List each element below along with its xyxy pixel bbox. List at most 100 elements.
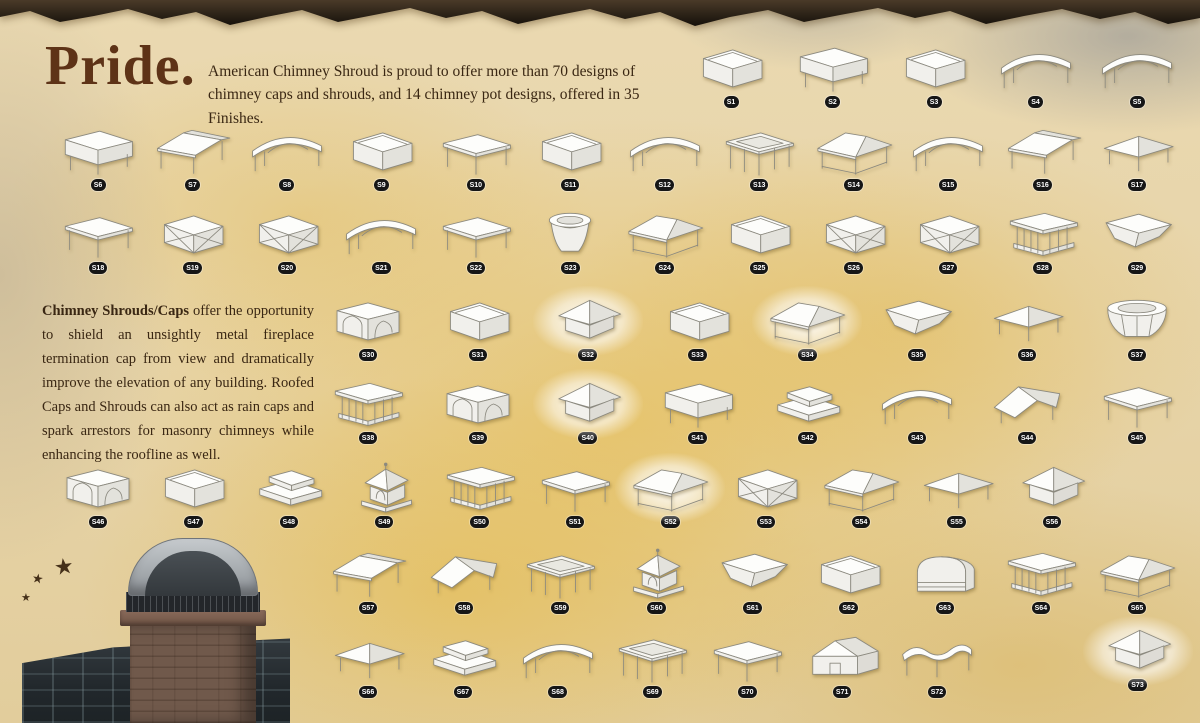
design-number-badge: S3 [926, 96, 942, 108]
catalog-item-S70: S70 [704, 632, 790, 698]
pyramidLow-shroud-icon [1094, 125, 1180, 177]
design-number-badge: S18 [88, 262, 108, 274]
catalog-item-S29: S29 [1094, 208, 1180, 274]
canopyGable-shroud-icon [149, 125, 235, 177]
catalog-item-S18: S18 [55, 208, 141, 274]
catalog-item-S27: S27 [905, 208, 991, 274]
design-number-badge: S5 [1129, 96, 1145, 108]
design-number-badge: S54 [851, 516, 871, 528]
catalog-item-S7: S7 [149, 125, 235, 191]
tableFlat-shroud-icon [55, 208, 141, 260]
folded-shroud-icon [984, 378, 1070, 430]
catalog-item-S67: S67 [420, 632, 506, 698]
catalog-item-S19: S19 [149, 208, 235, 274]
catalog-item-S59: S59 [517, 548, 603, 614]
catalog-item-S8: S8 [244, 125, 330, 191]
design-number-badge: S2 [825, 96, 840, 108]
tableFlat-shroud-icon [704, 632, 790, 684]
design-number-badge: S12 [655, 179, 674, 191]
arched-metal-shroud [128, 538, 258, 596]
catalog-item-S66: S66 [325, 632, 411, 698]
box-shroud-icon [655, 295, 741, 347]
box-shroud-icon [338, 125, 424, 177]
columnsBox-shroud-icon [437, 462, 523, 514]
tableSkirt-shroud-icon [655, 378, 741, 430]
intro-text: American Chimney Shroud is proud to offe… [208, 63, 640, 127]
catalog-item-S14: S14 [811, 125, 897, 191]
design-number-badge: S14 [844, 179, 863, 191]
catalog-item-S1: S1 [688, 42, 774, 108]
pyramidCap-shroud-icon [532, 286, 643, 356]
canopyBarrel-shroud-icon [874, 378, 960, 430]
catalog-item-S16: S16 [1000, 125, 1086, 191]
design-number-badge: S13 [749, 179, 769, 191]
body-text-rest: offer the opportunity to shield an unsig… [42, 303, 314, 463]
design-number-badge: S70 [738, 686, 757, 698]
house-shroud-icon [799, 632, 885, 684]
catalog-item-S34: S34 [752, 286, 863, 361]
box-shroud-icon [435, 295, 521, 347]
catalog-item-S57: S57 [325, 548, 411, 614]
catalog-item-S13: S13 [716, 125, 802, 191]
design-number-badge: S68 [548, 686, 567, 698]
design-number-badge: S27 [938, 262, 958, 274]
pergola-shroud-icon [517, 548, 603, 600]
design-number-badge: S6 [90, 179, 106, 191]
catalog-item-S24: S24 [622, 208, 708, 274]
catalog-item-S71: S71 [799, 632, 885, 698]
hipPavilion-shroud-icon [1094, 548, 1180, 600]
catalog-item-S39: S39 [435, 378, 521, 444]
design-number-badge: S55 [947, 516, 966, 528]
design-number-badge: S72 [927, 686, 947, 698]
catalog-item-S46: S46 [55, 462, 141, 528]
design-number-badge: S59 [551, 602, 570, 614]
design-number-badge: S20 [277, 262, 297, 274]
catalog-item-S51: S51 [532, 462, 618, 528]
catalog-item-S23: S23 [527, 208, 613, 274]
catalog-item-S15: S15 [905, 125, 991, 191]
cupola-shroud-icon [613, 548, 699, 600]
design-number-badge: S38 [358, 432, 378, 444]
latticeBox-shroud-icon [244, 208, 330, 260]
catalog-item-S69: S69 [609, 632, 695, 698]
catalog-item-S42: S42 [764, 378, 850, 444]
design-number-badge: S45 [1127, 432, 1147, 444]
catalog-item-S17: S17 [1094, 125, 1180, 191]
design-number-badge: S17 [1127, 179, 1147, 191]
design-number-badge: S63 [935, 602, 954, 614]
canopyBarrel-shroud-icon [905, 125, 991, 177]
catalog-item-S43: S43 [874, 378, 960, 444]
catalog-row-9: S73 [1082, 616, 1193, 691]
catalog-item-S38: S38 [325, 378, 411, 444]
stackedSlabs-shroud-icon [246, 462, 332, 514]
pyramidLow-shroud-icon [914, 462, 1000, 514]
catalog-item-S65: S65 [1094, 548, 1180, 614]
catalog-item-S55: S55 [914, 462, 1000, 528]
design-number-badge: S44 [1017, 432, 1037, 444]
design-number-badge: S19 [183, 262, 202, 274]
catalog-item-S49: S49 [341, 462, 427, 528]
catalog-item-S2: S2 [790, 42, 876, 108]
design-number-badge: S43 [907, 432, 927, 444]
catalog-item-S60: S60 [613, 548, 699, 614]
catalog-item-S20: S20 [244, 208, 330, 274]
catalog-item-S35: S35 [874, 295, 960, 361]
catalog-item-S33: S33 [655, 295, 741, 361]
flaredCap-shroud-icon [874, 295, 960, 347]
star-icon: ★ [21, 592, 31, 604]
stackedSlabs-shroud-icon [420, 632, 506, 684]
latticeBox-shroud-icon [723, 462, 809, 514]
hipPavilion-shroud-icon [752, 286, 863, 356]
design-number-badge: S65 [1127, 602, 1147, 614]
design-number-badge: S31 [468, 349, 488, 361]
catalog-item-S21: S21 [338, 208, 424, 274]
catalog-item-S64: S64 [998, 548, 1084, 614]
cupola-shroud-icon [341, 462, 427, 514]
pyramidCap-shroud-icon [532, 369, 643, 439]
design-number-badge: S41 [688, 432, 707, 444]
design-number-badge: S36 [1017, 349, 1037, 361]
catalog-item-S73: S73 [1082, 616, 1193, 691]
